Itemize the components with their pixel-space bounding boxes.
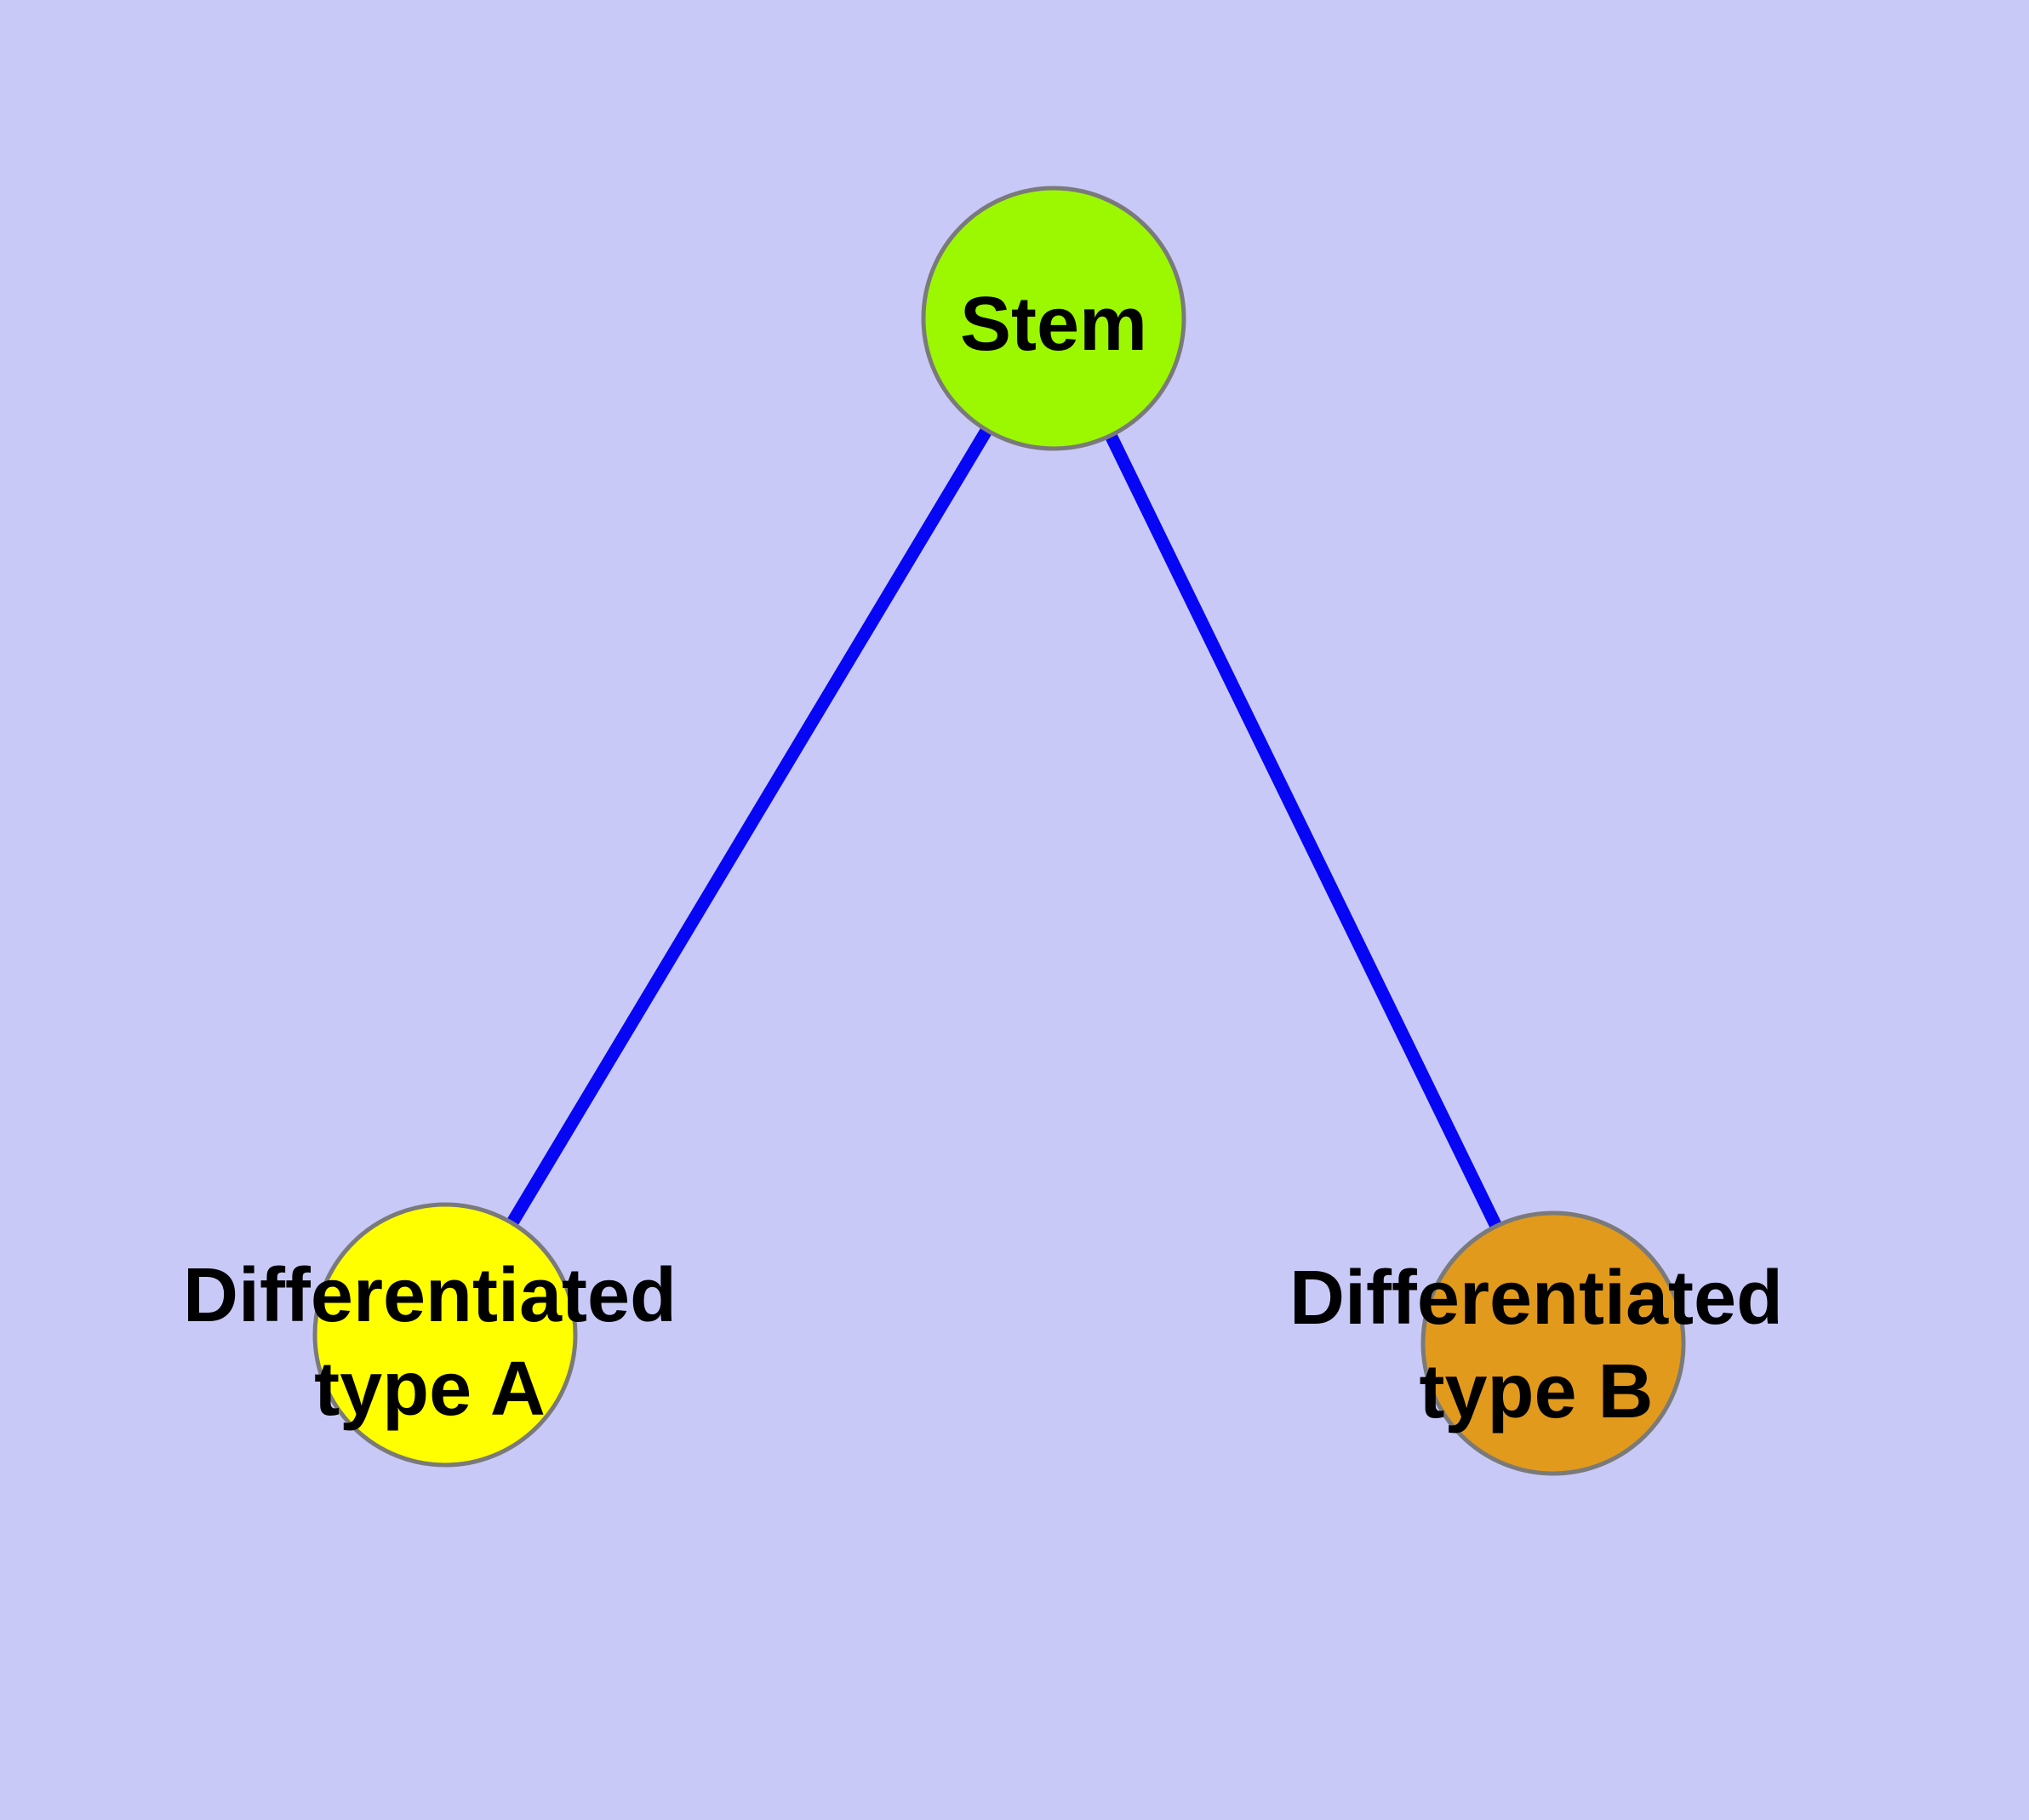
edge-stem-to-type-a [439,315,1060,1338]
node-differentiated-type-a: Differentiated type A [183,1202,677,1468]
node-stem: Stem [921,186,1186,451]
node-type-b-label-line2: type B [1419,1349,1653,1434]
node-stem-label: Stem [960,282,1147,367]
node-type-a-circle [312,1202,578,1468]
node-type-b-label-line1: Differentiated [1289,1256,1783,1341]
node-type-b-circle [1420,1210,1686,1476]
node-differentiated-type-b: Differentiated type B [1289,1210,1783,1476]
node-type-a-label-line1: Differentiated [183,1253,677,1338]
node-type-a-label-line2: type A [314,1347,546,1432]
node-stem-circle [921,186,1186,451]
edge-stem-to-type-b [1048,315,1559,1347]
